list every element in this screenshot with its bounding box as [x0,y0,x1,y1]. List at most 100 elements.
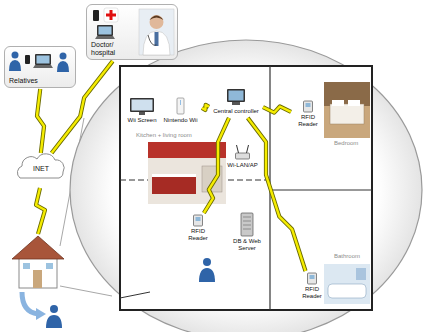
access-point-icon [236,153,250,159]
photo-ground [324,82,370,138]
person-head [12,52,19,59]
server-slot [243,221,251,222]
rfid-reader-icon [308,273,317,284]
node-label: Relatives [9,77,38,85]
mirror [356,268,366,280]
photo-ground [148,142,226,204]
node-label: RFID Reader [299,286,325,300]
node-label: Nintendo Wii [163,117,197,124]
kitchen-photo [148,142,226,204]
house-roof [12,236,64,259]
rfid-reader-icon [304,101,313,112]
node-label: DB & Web Server [231,238,263,252]
resident-figure [199,258,215,282]
screen-display [132,100,153,111]
cloud-node: INET [12,154,70,184]
rfid-window [310,275,315,279]
laptop-base [95,36,115,39]
doctor-tie [155,32,159,46]
node-label: Central controller [213,108,259,115]
red-cross [106,14,116,17]
wall [270,190,372,191]
device-node: Wi-LAN/AP [224,144,261,171]
device-node: RFID Reader [296,272,328,302]
node-label: Doctor/ hospital [91,41,135,57]
lightning-link [37,89,44,153]
cabinet [148,142,226,158]
floor-plan [120,66,372,310]
lightning-outline [202,105,209,110]
person-body [199,268,215,282]
cross-ground [104,8,118,22]
lightning-bolt [202,105,209,110]
laptop-screen [35,54,51,65]
server-slot [243,217,251,218]
photo-wall [324,82,370,106]
doctor-head [150,15,164,29]
node-label: RFID Reader [295,114,321,128]
node-label: RFID Reader [185,228,211,242]
device-node: RFID Reader [182,214,214,244]
console-icon [177,98,184,114]
screen-stand [139,112,145,115]
phone-icon [25,55,30,64]
node-label: Wi-LAN/AP [227,162,257,169]
doctor-coat [143,31,170,55]
laptop-base [33,65,53,68]
person-body [57,61,69,72]
person-head [203,258,211,266]
bedroom-photo [324,82,370,138]
monitor-stand [232,102,240,105]
room-label: Bathroom [334,253,360,260]
house-wall [19,256,57,288]
lightning-outline [204,118,229,213]
room-label: Kitchen + living room [136,132,192,139]
pillow [332,100,344,106]
pillow [348,100,360,106]
server-slot [243,225,251,226]
device-node: Central controller [210,88,262,117]
rfid-window [306,103,311,107]
rfid-reader-icon [194,215,203,226]
person-body [46,315,62,328]
house-icon [12,236,64,288]
house-window [46,263,53,269]
bathroom-photo [324,264,370,304]
counter-top [152,174,196,177]
rfid-window [196,217,201,221]
user-figure [46,305,62,328]
lightning-bolt [204,118,229,213]
lightning-outline [248,118,306,271]
doctor-hair [150,16,164,21]
magnifier-ellipse [70,40,422,332]
stethoscope [148,35,157,45]
server-slot [243,229,251,230]
house-door [33,270,42,288]
lightning-bolt [248,118,306,271]
console-slot [180,100,181,105]
node-label: INET [33,165,49,173]
device-node: DB & Web Server [228,212,266,254]
room-label: Bedroom [334,140,358,147]
lightning-outline [263,106,291,112]
person-head [50,305,58,313]
actor-group: Relatives [4,46,76,88]
monitor-frame [227,89,245,102]
lightning-link [204,118,229,213]
lightning-bolt [263,106,291,112]
antenna [237,145,239,153]
phone-icon [93,10,99,21]
bathtub [328,284,366,298]
counter [152,176,196,194]
house-window [23,263,30,269]
magnifier-line [60,286,112,296]
device-node: RFID Reader [292,100,324,130]
actor-group: Doctor/ hospital [86,4,178,60]
server-icon [241,213,253,236]
wall [120,292,150,298]
device-node: Wii Screen [124,97,160,126]
cloud-outline [17,154,64,178]
lightning-link [263,106,291,112]
lightning-link [202,105,209,110]
lightning-outline [36,188,45,234]
